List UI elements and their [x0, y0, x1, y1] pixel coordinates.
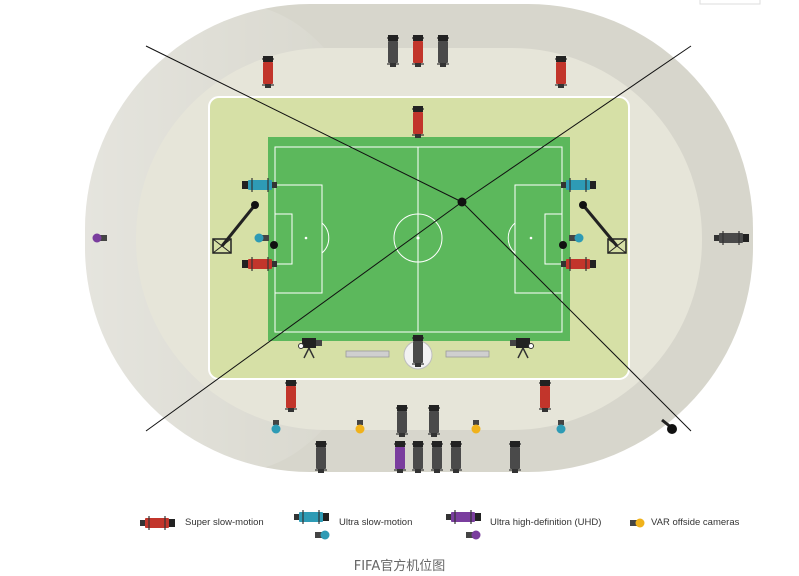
team-bench-left	[345, 350, 390, 358]
crane-left	[212, 201, 259, 254]
camera-tunnel	[412, 335, 424, 367]
camera-left-uhd	[92, 233, 107, 243]
legend-label-super-slow: Super slow-motion	[185, 517, 264, 528]
crane-right	[579, 201, 627, 254]
legend-icon-uhd-camera	[446, 510, 481, 524]
camera-bottom-row-6	[509, 441, 521, 473]
legend-label-ultra-slow: Ultra slow-motion	[339, 517, 413, 528]
steadicam-right	[510, 338, 534, 359]
camera-top-right	[555, 56, 567, 88]
legend-icon-ultra-slow-mini	[315, 530, 330, 540]
camera-bottom-mid-2	[428, 405, 440, 437]
legend-label-var: VAR offside cameras	[651, 517, 740, 528]
camera-bottom-mid-1	[396, 405, 408, 437]
camera-bottom-left	[285, 380, 297, 412]
page-edge	[699, 0, 761, 5]
camera-left-super-slow	[242, 257, 277, 271]
camera-top-3	[437, 35, 449, 67]
legend-icon-uhd-mini	[466, 530, 481, 540]
camera-right-goal-ultra	[569, 233, 584, 243]
camera-corner-bottom-right	[661, 418, 677, 434]
camera-halfway-high	[412, 106, 424, 138]
spidercam-icon	[457, 197, 467, 207]
camera-right-ultra-slow	[561, 178, 596, 192]
camera-right-super-slow	[561, 257, 596, 271]
legend-icon-super-slow	[140, 516, 175, 530]
steadicam-left	[298, 338, 322, 359]
camera-left-ultra-slow	[242, 178, 277, 192]
camera-bottom-row-5	[450, 441, 462, 473]
camera-bottom-row-2	[394, 441, 406, 473]
team-bench-right	[445, 350, 490, 358]
camera-left-goal-mini	[270, 241, 278, 249]
camera-top-1	[387, 35, 399, 67]
camera-var-left	[355, 420, 365, 434]
camera-bottom-ultra-right	[556, 420, 566, 434]
legend-icon-ultra-slow-camera	[294, 510, 329, 524]
camera-top-left	[262, 56, 274, 88]
camera-bottom-row-1	[315, 441, 327, 473]
camera-bottom-row-3	[412, 441, 424, 473]
camera-right-stand	[714, 231, 749, 245]
legend-icons	[140, 510, 645, 540]
camera-positions	[92, 35, 749, 473]
camera-top-2	[412, 35, 424, 67]
pitch-spots	[304, 236, 533, 240]
figure-caption: FIFA官方机位图	[353, 559, 446, 574]
camera-left-goal-ultra	[254, 233, 269, 243]
camera-bottom-row-4	[431, 441, 443, 473]
legend-icon-var	[630, 518, 645, 528]
legend-label-uhd: Ultra high-definition (UHD)	[490, 517, 602, 528]
spidercam-cables	[145, 45, 692, 432]
camera-bottom-ultra-left	[271, 420, 281, 434]
camera-bottom-right	[539, 380, 551, 412]
camera-var-right	[471, 420, 481, 434]
camera-right-goal-mini	[559, 241, 567, 249]
